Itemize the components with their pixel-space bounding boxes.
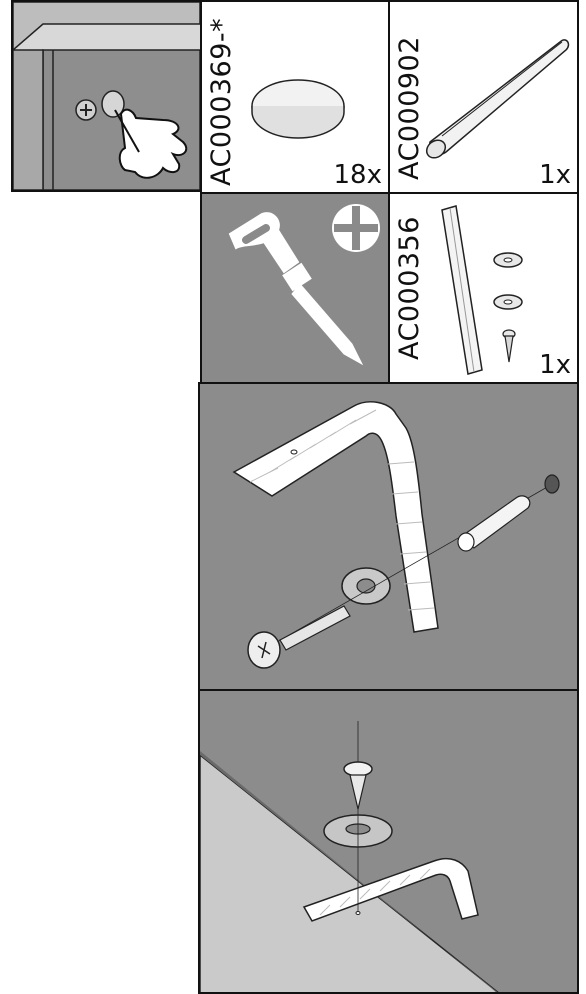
step-illustration-wall-mounting — [198, 382, 579, 691]
part-card-felt-pad: AC000369-* 18x — [200, 0, 390, 194]
cabinet-hand-illustration — [11, 0, 202, 192]
part-quantity: 18x — [334, 160, 382, 190]
part-quantity: 1x — [539, 160, 571, 190]
part-card-rod: AC000902 1x — [388, 0, 579, 194]
step-illustration-bracket-fastening — [198, 689, 579, 994]
tool-panel-screwdriver — [200, 192, 390, 384]
part-quantity: 1x — [539, 350, 571, 380]
phillips-head-icon — [332, 204, 380, 252]
part-card-bracket-kit: AC000356 1x — [388, 192, 579, 384]
